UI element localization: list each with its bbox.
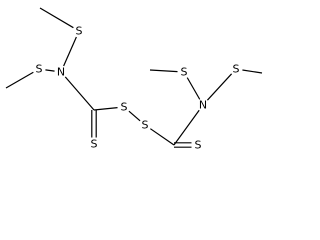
single-bond-N2-S8 <box>206 73 233 101</box>
sulfur-atom-label: S <box>233 63 240 76</box>
sulfur-atom-label: S <box>195 139 202 152</box>
molecule-diagram: S S N S S S S N S S <box>5 7 263 152</box>
single-bond-N1-C1 <box>64 76 95 111</box>
single-bond-Me1-S1 <box>39 7 74 29</box>
atom-label-layer: S S N S S S S N S S <box>36 25 240 152</box>
sulfur-atom-label: S <box>142 119 149 132</box>
sulfur-atom-label: S <box>36 63 43 76</box>
single-bond-S5-C2 <box>150 128 175 146</box>
nitrogen-atom-label: N <box>199 99 207 112</box>
single-bond-S7-Me3 <box>149 69 178 73</box>
sulfur-atom-label: S <box>91 138 98 151</box>
single-bond-N2-S7 <box>186 77 201 100</box>
single-bond-S2-N1 <box>45 69 55 72</box>
sulfur-atom-label: S <box>181 66 188 79</box>
structure-drawing: S S N S S S S N S S <box>5 7 263 152</box>
sulfur-atom-label: S <box>76 25 83 38</box>
single-bond-C2-N2 <box>173 109 200 146</box>
nitrogen-atom-label: N <box>57 66 65 79</box>
single-bond-S1-N1 <box>63 36 77 67</box>
single-bond-Me2-S2 <box>5 71 34 89</box>
bond-layer <box>5 7 263 148</box>
sulfur-atom-label: S <box>121 101 128 114</box>
single-bond-S4-S5 <box>128 110 141 122</box>
single-bond-S8-Me4 <box>242 69 263 74</box>
single-bond-C1-S4 <box>93 107 118 111</box>
